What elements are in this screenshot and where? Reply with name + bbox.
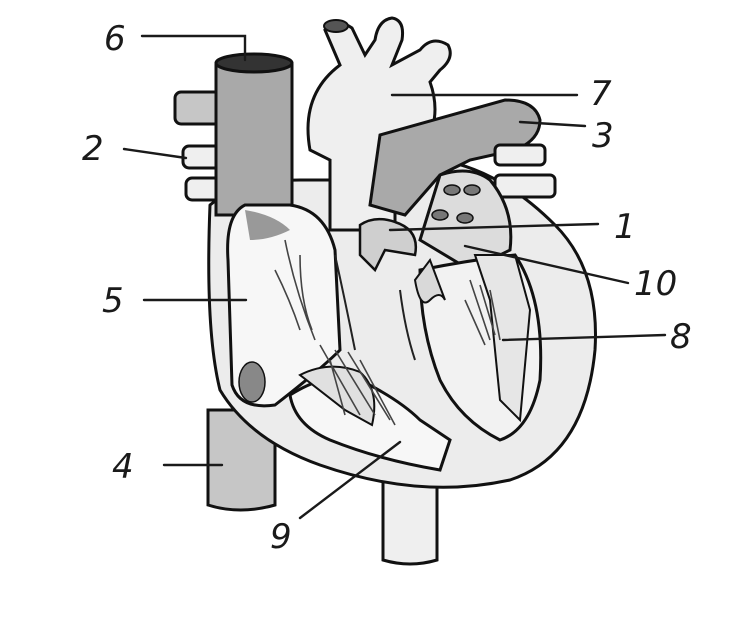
atrium-shadow-bottom [238, 361, 266, 403]
label-6: 6 [104, 19, 126, 59]
leader-10 [463, 244, 630, 285]
number-labels: 6 7 2 3 1 10 5 8 4 9 [82, 19, 692, 557]
label-4: 4 [112, 447, 134, 487]
label-10: 10 [634, 264, 677, 304]
descending-aorta [381, 468, 439, 566]
leader-1 [388, 222, 600, 232]
pulmonary-artery [368, 98, 542, 217]
label-5: 5 [102, 281, 124, 321]
septum [334, 254, 416, 361]
leader-9 [298, 440, 402, 520]
atrium-veins [274, 239, 316, 341]
label-2: 2 [82, 129, 104, 169]
leader-3 [518, 120, 587, 128]
atrium-shadow-top [245, 210, 290, 240]
leader-6 [140, 34, 247, 62]
label-1: 1 [614, 207, 636, 247]
superior-vena-cava [214, 63, 294, 217]
leader-lines [122, 34, 667, 520]
semilunar-valve [358, 217, 418, 273]
vena-cava-opening [214, 52, 294, 74]
chordae-tendineae-left [464, 279, 501, 346]
chordae-tendineae-right [319, 344, 396, 426]
leader-8 [501, 333, 667, 342]
label-9: 9 [270, 517, 292, 557]
label-7: 7 [590, 74, 612, 114]
label-8: 8 [670, 317, 692, 357]
right-atrium [226, 203, 342, 408]
aortic-arch [306, 16, 452, 232]
right-pulmonary-veins [493, 143, 557, 199]
leader-2 [122, 147, 188, 160]
bicuspid-leaflets [413, 257, 446, 304]
label-3: 3 [592, 116, 614, 156]
inferior-vena-cava [206, 408, 277, 512]
mitral-valve [473, 254, 532, 423]
pulmonary-vein-openings [431, 184, 481, 224]
aorta-branch-opening [323, 19, 349, 33]
